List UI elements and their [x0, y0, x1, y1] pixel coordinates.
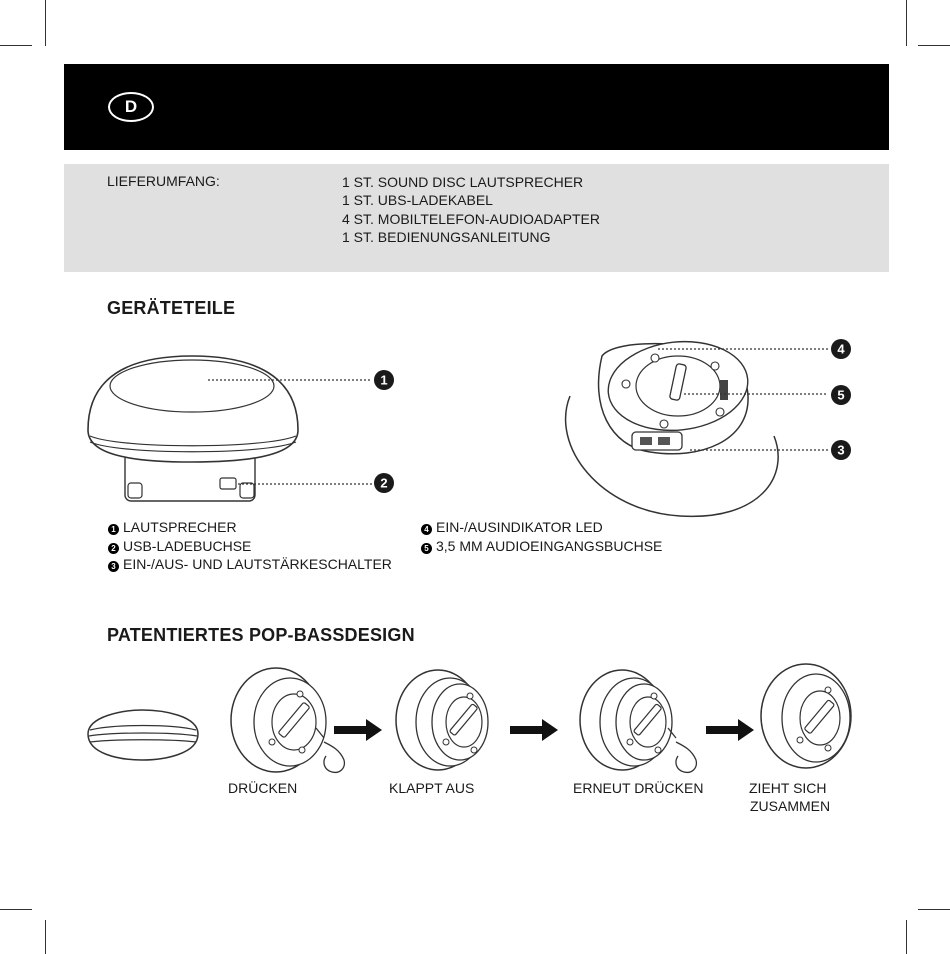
- callout-4: 4: [831, 339, 851, 359]
- step-label-collapse-line2: ZUSAMMEN: [750, 798, 831, 814]
- step-press-illustration: [230, 667, 346, 774]
- callout-3-number: 3: [837, 443, 844, 458]
- package-contents-item: 1 ST. UBS-LADEKABEL: [342, 192, 493, 209]
- arrow-right-icon: [334, 719, 382, 741]
- step-collapse-illustration: [760, 663, 852, 769]
- legend-label: EIN-/AUSINDIKATOR LED: [436, 519, 603, 535]
- callout-3: 3: [831, 440, 851, 460]
- package-contents-item: 1 ST. BEDIENUNGSANLEITUNG: [342, 228, 551, 245]
- package-contents-item: 1 ST. SOUND DISC LAUTSPRECHER: [342, 174, 584, 190]
- callout-2: 2: [374, 473, 394, 493]
- callout-5-number: 5: [837, 388, 844, 403]
- step-label-unfold: KLAPPT AUS: [389, 780, 475, 796]
- parts-section-title: GERÄTETEILE: [107, 298, 236, 318]
- legend-label: 3,5 MM AUDIOEINGANGSBUCHSE: [436, 537, 663, 554]
- pop-bass-section-title: PATENTIERTES POP-BASSDESIGN: [107, 625, 415, 645]
- legend-label: LAUTSPRECHER: [123, 519, 237, 535]
- legend-item: 5 3,5 MM AUDIOEINGANGSBUCHSE: [421, 537, 662, 556]
- crop-mark: [918, 909, 950, 910]
- speaker-side-illustration: [87, 355, 372, 502]
- collapsed-speaker-illustration: [87, 709, 199, 761]
- legend-number-badge: 2: [108, 542, 119, 554]
- legend-number-badge: 3: [108, 561, 119, 572]
- step-label-collapse-line1: ZIEHT SICH: [749, 780, 827, 796]
- parts-legend-right: 4 EIN-/AUSINDIKATOR LED 5 3,5 MM AUDIOEING…: [421, 518, 662, 555]
- callout-5: 5: [831, 385, 851, 405]
- package-contents-list: 1 ST. SOUND DISC LAUTSPRECHER 1 ST. UBS-…: [342, 173, 600, 246]
- legend-number-badge: 4: [421, 524, 432, 535]
- legend-number-badge: 1: [108, 524, 119, 535]
- package-contents-box: LIEFERUMFANG: 1 ST. SOUND DISC LAUTSPREC…: [64, 164, 889, 272]
- legend-item: 2 USB-LADEBUCHSE: [108, 537, 392, 556]
- callout-2-number: 2: [380, 476, 387, 491]
- legend-label: EIN-/AUS- UND LAUTSTÄRKESCHALTER: [123, 556, 392, 572]
- legend-item: 1 LAUTSPRECHER: [108, 518, 392, 537]
- legend-item: 4 EIN-/AUSINDIKATOR LED: [421, 518, 662, 537]
- arrow-right-icon: [510, 719, 558, 741]
- header-bar: D: [64, 64, 889, 150]
- callout-4-number: 4: [837, 342, 845, 357]
- crop-mark: [0, 45, 32, 46]
- package-contents-label: LIEFERUMFANG:: [107, 173, 220, 189]
- legend-number-badge: 5: [421, 542, 432, 554]
- callout-1-number: 1: [380, 373, 387, 388]
- legend-item: 3 EIN-/AUS- UND LAUTSTÄRKESCHALTER: [108, 555, 392, 574]
- step-label-press: DRÜCKEN: [228, 780, 298, 796]
- language-badge: D: [108, 92, 154, 122]
- legend-label: USB-LADEBUCHSE: [123, 537, 252, 554]
- crop-mark: [918, 45, 950, 46]
- package-contents-item: 4 ST. MOBILTELEFON-AUDIOADAPTER: [342, 210, 601, 227]
- step-unfold-illustration: [395, 669, 489, 771]
- crop-mark: [45, 920, 46, 954]
- crop-mark: [906, 0, 907, 46]
- crop-mark: [906, 920, 907, 954]
- step-press-again-illustration: [579, 669, 698, 774]
- parts-legend-left: 1 LAUTSPRECHER 2 USB-LADEBUCHSE 3 EIN-/AUS-…: [108, 518, 392, 574]
- crop-mark: [0, 909, 32, 910]
- crop-mark: [45, 0, 46, 46]
- arrow-right-icon: [706, 719, 754, 741]
- callout-1: 1: [374, 370, 394, 390]
- step-label-press-again: ERNEUT DRÜCKEN: [573, 780, 704, 796]
- speaker-bottom-illustration: [564, 340, 828, 518]
